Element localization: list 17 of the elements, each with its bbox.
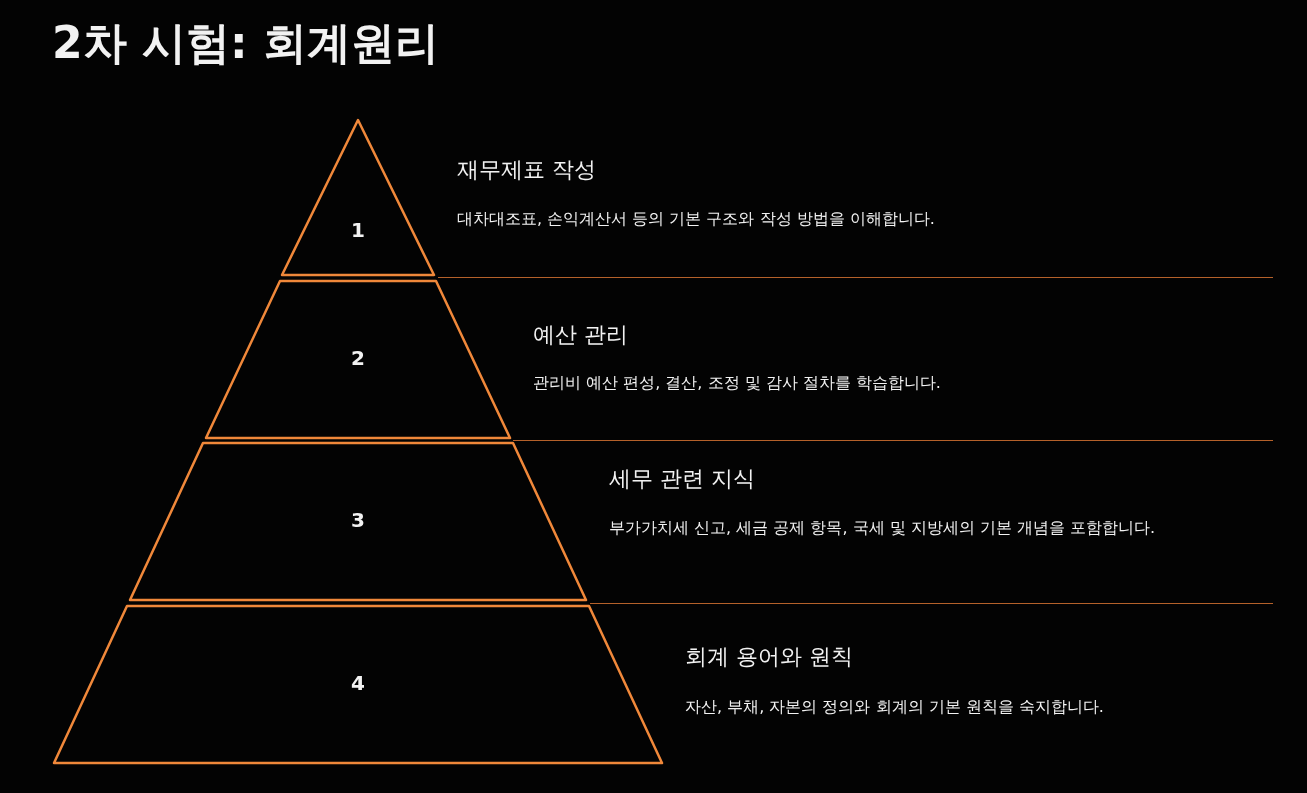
step-heading: 회계 용어와 원칙 [685,643,853,671]
pyramid-segment [54,606,662,763]
pyramid-segment [206,281,510,438]
step-heading: 세무 관련 지식 [609,465,755,493]
step-number: 4 [350,670,366,695]
step-number: 1 [350,217,366,242]
step-description: 관리비 예산 편성, 결산, 조정 및 감사 절차를 학습합니다. [533,372,942,394]
title: 2차 시험: 회계원리 [52,16,439,70]
step-heading: 예산 관리 [533,321,628,349]
step-description: 부가가치세 신고, 세금 공제 항목, 국세 및 지방세의 기본 개념을 포함합니다. [609,517,1157,539]
step-number: 2 [350,345,366,370]
step-number: 3 [350,507,366,532]
step-description: 자산, 부채, 자본의 정의와 회계의 기본 원칙을 숙지합니다. [685,696,1105,718]
step-description: 대차대조표, 손익계산서 등의 기본 구조와 작성 방법을 이해합니다. [457,208,936,230]
pyramid-segment [130,443,586,600]
step-heading: 재무제표 작성 [457,156,596,184]
pyramid-top-triangle [282,120,434,275]
